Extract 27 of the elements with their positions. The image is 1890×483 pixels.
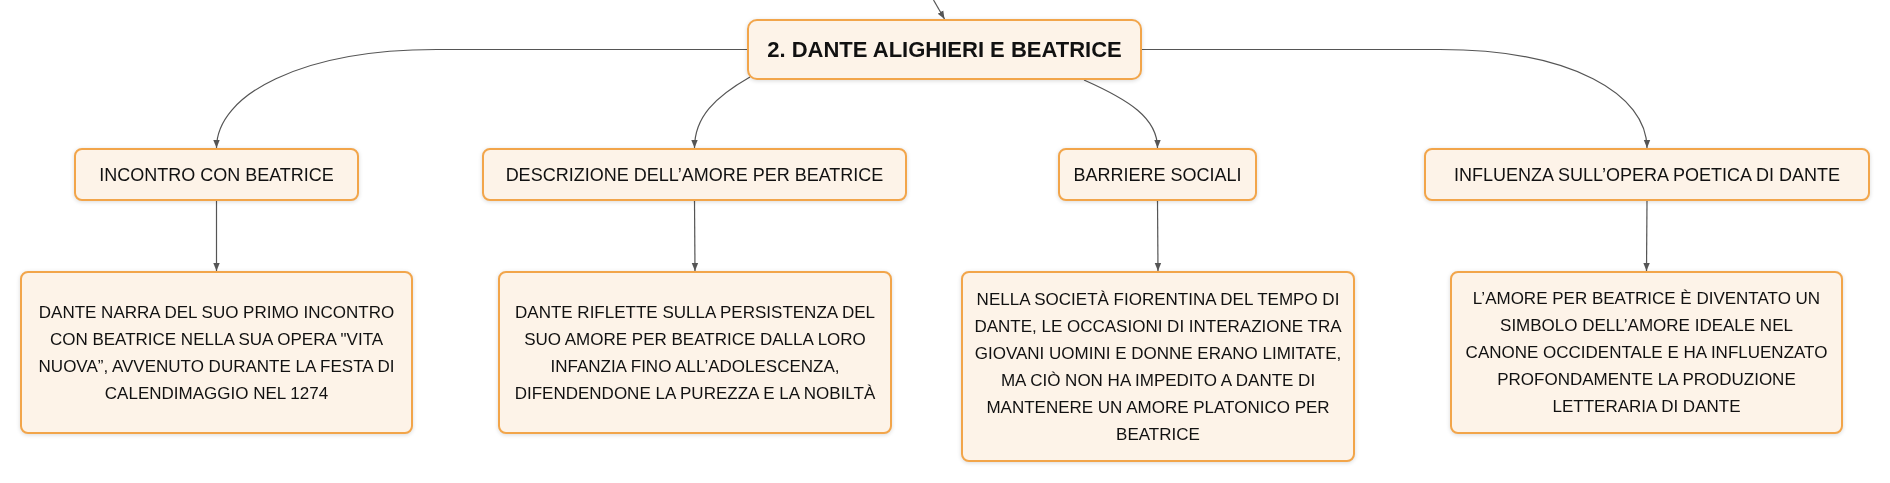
topic-title: 2. DANTE ALIGHIERI E BEATRICE: [767, 35, 1122, 64]
connector-arrow: [213, 200, 220, 272]
connector-arrow: [1154, 200, 1162, 272]
subtopic-box: [482, 148, 907, 201]
connector-arrow: [691, 76, 751, 149]
description-box: [961, 271, 1355, 462]
description-text: DANTE RIFLETTE SULLA PERSISTENZA DEL SUO AMORE PER BEATRICE DALLA LORO INFANZIA FINO ALL’ADOLESCENZA, DIFENDENDONE LA PUREZZA E LA NOBILTÀ: [513, 301, 877, 405]
connector-arrow: [932, 0, 946, 20]
subtopic-box: [1424, 148, 1870, 201]
description-text: NELLA SOCIETÀ FIORENTINA DEL TEMPO DI DANTE, LE OCCASIONI DI INTERAZIONE TRA GIOVANI UOMINI E DONNE ERANO LIMITATE, MA CIÒ NON HA IMPEDITO A DANTE DI MANTENERE UN AMORE PLATONICO PER BEATRICE: [973, 288, 1343, 446]
connector-arrow: [1083, 79, 1161, 149]
subtopic-label: BARRIERE SOCIALI: [1073, 163, 1242, 187]
main-topic-box: [747, 19, 1142, 80]
connector-arrow: [214, 48, 748, 149]
subtopic-label: DESCRIZIONE DELL’AMORE PER BEATRICE: [505, 163, 884, 187]
description-text: L’AMORE PER BEATRICE È DIVENTATO UN SIMBOLO DELL’AMORE IDEALE NEL CANONE OCCIDENTALE E HA INFLUENZATO PROFONDAMENTE LA PRODUZIONE LETTERARIA DI DANTE: [1464, 288, 1829, 418]
connector-arrow: [1643, 200, 1650, 272]
subtopic-box: [74, 148, 359, 201]
connector-arrow: [1141, 48, 1650, 149]
description-box: [20, 271, 413, 434]
description-box: [1450, 271, 1843, 434]
subtopic-label: INFLUENZA SULL’OPERA POETICA DI DANTE: [1453, 163, 1841, 187]
description-box: [498, 271, 892, 434]
subtopic-box: [1058, 148, 1257, 201]
connector-arrow: [691, 200, 699, 272]
description-text: DANTE NARRA DEL SUO PRIMO INCONTRO CON BEATRICE NELLA SUA OPERA "VITA NUOVA”, AVVENUTO DURANTE LA FESTA DI CALENDIMAGGIO NEL 1274: [37, 301, 396, 405]
subtopic-label: INCONTRO CON BEATRICE: [99, 163, 334, 187]
